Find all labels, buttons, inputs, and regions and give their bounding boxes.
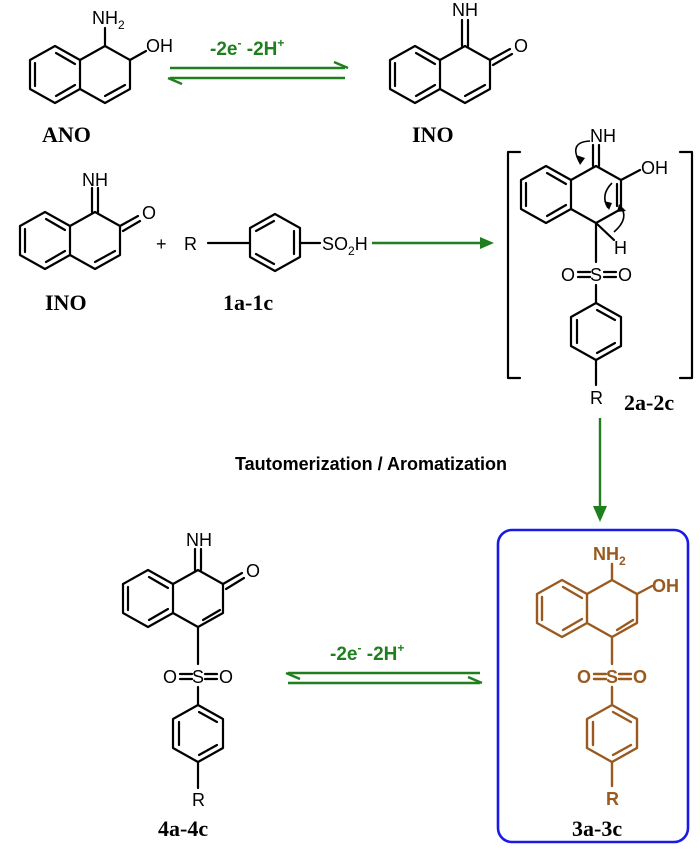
intermediate-compound-label: 2a-2c: [624, 390, 674, 415]
left-o-label: O: [246, 561, 260, 581]
left-o-left-label: O: [163, 667, 177, 687]
ino-top-compound-label: INO: [412, 122, 454, 147]
reagent-compound-label: 1a-1c: [223, 290, 273, 315]
product-o-right-label: O: [633, 667, 647, 687]
oxidation-equilibrium-arrows: -2e- -2H+: [167, 36, 349, 86]
quinone-imine-product-structure: NH O O S O R 4a-4c: [121, 530, 260, 841]
ino-structure-top: NH O INO: [388, 0, 528, 147]
ano-structure: NH2 OH ANO: [28, 8, 173, 147]
ano-nh2-label: NH2: [92, 8, 125, 32]
intermediate-o-left-label: O: [561, 265, 575, 285]
intermediate-r-label: R: [590, 388, 603, 408]
left-r-label: R: [192, 790, 205, 810]
intermediate-s-label: S: [590, 265, 602, 285]
sulfinic-acid-structure: R SO2H 1a-1c: [184, 212, 368, 315]
sulfinic-acid-label: SO2H: [322, 234, 368, 258]
intermediate-h-label: H: [614, 238, 627, 258]
ino-middle-compound-label: INO: [45, 290, 87, 315]
ino-middle-o-label: O: [142, 203, 156, 223]
left-s-label: S: [192, 667, 204, 687]
ino-top-o-label: O: [514, 36, 528, 56]
redox-conditions-label: -2e- -2H+: [330, 641, 404, 665]
left-o-right-label: O: [219, 667, 233, 687]
redox-equilibrium-arrows: -2e- -2H+: [285, 641, 483, 685]
product-s-label: S: [606, 667, 618, 687]
intermediate-bracket: [506, 150, 694, 380]
product-o-left-label: O: [577, 667, 591, 687]
tautomerization-arrow: Tautomerization / Aromatization: [235, 418, 607, 522]
oxidation-conditions-label: -2e- -2H+: [210, 36, 284, 60]
reagent-r-label: R: [184, 234, 197, 254]
ano-compound-label: ANO: [42, 122, 91, 147]
intermediate-oh-label: OH: [641, 158, 668, 178]
ino-top-nh-label: NH: [452, 0, 478, 20]
tautomerization-label: Tautomerization / Aromatization: [235, 454, 507, 474]
addition-arrow: [372, 237, 494, 249]
ino-middle-nh-label: NH: [82, 170, 108, 190]
intermediate-structure: NH OH H O S O R 2a-2c: [519, 126, 674, 415]
product-nh2-label: NH2: [593, 544, 626, 568]
ino-structure-middle: NH O INO: [18, 170, 156, 315]
left-nh-label: NH: [186, 530, 212, 550]
product-r-label: R: [606, 789, 619, 809]
product-oh-label: OH: [652, 576, 679, 596]
intermediate-o-right-label: O: [618, 265, 632, 285]
ano-oh-label: OH: [146, 36, 173, 56]
product-compound-label: 3a-3c: [572, 816, 622, 841]
left-compound-label: 4a-4c: [158, 816, 208, 841]
final-product-structure: NH2 OH O S O R 3a-3c: [535, 544, 679, 841]
plus-sign: +: [156, 234, 167, 254]
intermediate-nh-label: NH: [590, 126, 616, 146]
final-product-box: [496, 528, 690, 844]
